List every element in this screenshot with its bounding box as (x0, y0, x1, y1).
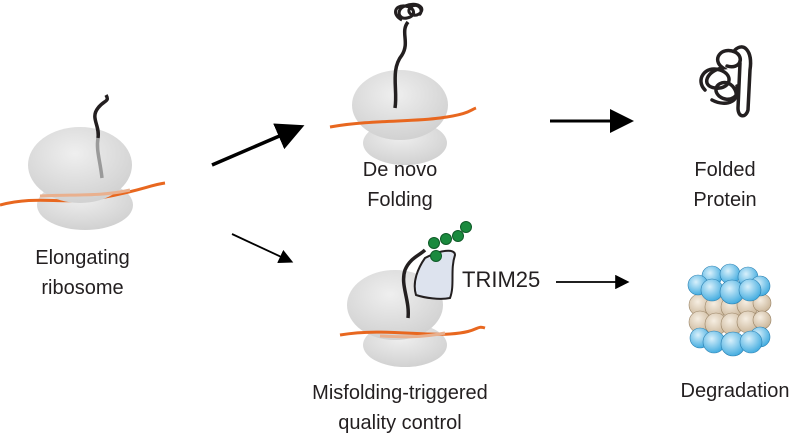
misfolding-label: Misfolding-triggered quality control (290, 378, 510, 438)
proteasome-icon (687, 263, 772, 357)
arrow-to-quality-control (231, 233, 294, 263)
label-line: De novo (362, 159, 438, 181)
de-novo-folding-label: De novo Folding (320, 155, 480, 215)
label-line: Folded (694, 159, 756, 181)
folding-chain-knot (394, 2, 424, 22)
quality-control-ribosome (339, 221, 486, 367)
elongating-ribosome-label: Elongating ribosome (0, 243, 165, 303)
trim25-protein (413, 249, 457, 300)
trim25-label: TRIM25 (462, 267, 541, 292)
ubiquitin-chain (428, 221, 472, 262)
label-line: Elongating (35, 247, 130, 269)
folded-protein-icon (699, 45, 753, 118)
nascent-chain (93, 94, 110, 139)
elongating-ribosome (0, 94, 166, 230)
de-novo-folding-ribosome (329, 2, 477, 165)
arrow-to-folding (211, 123, 305, 167)
label-line: quality control (338, 412, 462, 434)
label-line: Folding (367, 189, 433, 211)
degradation-label: Degradation (680, 380, 790, 402)
label-line: Protein (693, 189, 757, 211)
label-line: Misfolding-triggered (312, 382, 488, 404)
folded-protein-label: Folded Protein (650, 155, 800, 215)
label-line: ribosome (41, 277, 124, 299)
